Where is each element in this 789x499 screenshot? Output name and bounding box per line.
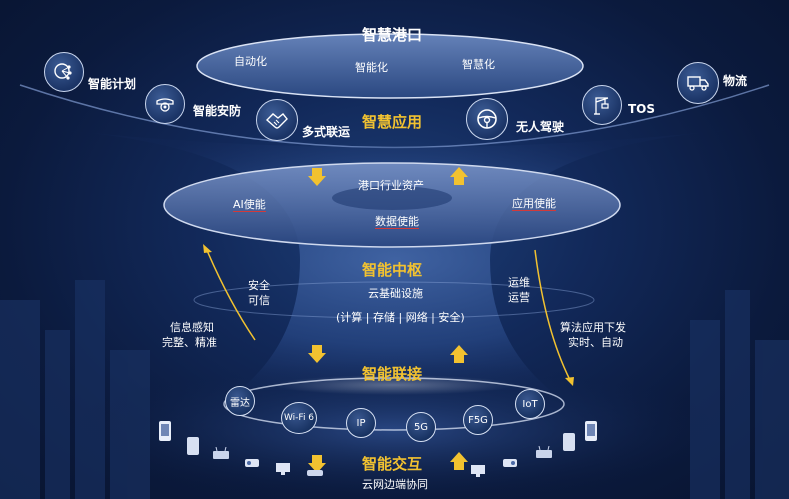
tablet-device-icon: [187, 437, 199, 455]
phone-device-icon: [159, 421, 171, 441]
middle-assets: 港口行业资产: [358, 179, 424, 192]
side-right-1: 算法应用下发: [560, 321, 626, 334]
handshake-icon: [256, 99, 298, 141]
interact-title: 智能交互: [362, 455, 423, 473]
truck-icon: [677, 62, 719, 104]
monitor-device-icon: [276, 463, 290, 475]
router-device-icon-2: [536, 446, 552, 458]
node-5g: 5G: [406, 412, 436, 442]
phone-device-icon-2: [585, 421, 597, 441]
camera-device-icon-2: [503, 459, 517, 467]
connect-title: 智能联接: [362, 365, 423, 383]
app-item-logistics: 物流: [723, 74, 748, 88]
middle-ai-enable: AI使能: [233, 198, 266, 212]
middle-app-enable: 应用使能: [512, 197, 556, 211]
app-item-security: 智能安防: [193, 104, 242, 118]
app-item-planning: 智能计划: [88, 77, 137, 91]
node-wifi6: Wi-Fi 6: [281, 402, 317, 434]
app-item-multimodal: 多式联运: [302, 125, 351, 139]
top-pill-1: 自动化: [234, 55, 267, 68]
sensor-device-icon: [307, 470, 323, 476]
app-item-autonomous: 无人驾驶: [516, 120, 565, 134]
hub-left-label-1: 安全: [248, 279, 270, 292]
camera-device-icon: [245, 459, 259, 467]
top-pill-2: 智能化: [355, 61, 388, 74]
node-ip: IP: [346, 408, 376, 438]
side-left-1: 信息感知: [170, 321, 214, 334]
hub-infra-detail: (计算 | 存储 | 网络 | 安全): [336, 311, 465, 324]
node-iot: IoT: [515, 389, 545, 419]
steering-wheel-icon: [466, 98, 508, 140]
planning-icon: [44, 52, 84, 92]
hub-infra: 云基础设施: [368, 287, 423, 300]
security-camera-icon: [145, 84, 185, 124]
middle-data-enable: 数据使能: [375, 215, 419, 229]
side-left-2: 完整、精准: [162, 336, 217, 349]
interact-subtitle: 云网边端协同: [362, 478, 428, 491]
hub-left-label-2: 可信: [248, 294, 270, 307]
side-right-2: 实时、自动: [568, 336, 623, 349]
router-device-icon: [213, 447, 229, 459]
tablet-device-icon-2: [563, 433, 575, 451]
node-radar: 雷达: [225, 386, 255, 416]
hub-right-label-1: 运维: [508, 276, 530, 289]
hub-right-label-2: 运营: [508, 291, 530, 304]
top-title: 智慧港口: [362, 26, 423, 44]
app-item-tos: TOS: [628, 102, 656, 116]
hub-title: 智能中枢: [362, 261, 423, 279]
application-title: 智慧应用: [362, 113, 423, 131]
top-pill-3: 智慧化: [462, 58, 495, 71]
crane-icon: [582, 85, 622, 125]
monitor-device-icon-2: [471, 465, 485, 477]
node-f5g: F5G: [463, 405, 493, 435]
